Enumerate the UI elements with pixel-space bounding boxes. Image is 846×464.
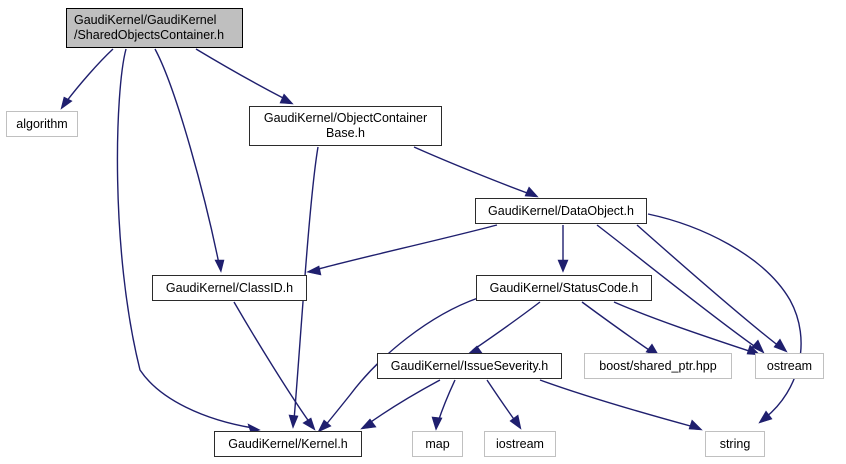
edge-issue-string: [539, 379, 695, 428]
node-issueseverity[interactable]: GaudiKernel/IssueSeverity.h: [377, 353, 562, 379]
arrowhead-statuscode-ostream: [746, 344, 761, 356]
arrowhead-data-classid: [306, 265, 322, 276]
node-iostream[interactable]: iostream: [484, 431, 556, 457]
arrowhead-issue-string: [688, 419, 703, 431]
arrowhead-root-objcontainerbase: [279, 93, 294, 105]
edge-statuscode-kernel: [323, 297, 479, 428]
edge-root-kernel: [116, 48, 254, 429]
edge-root-classid: [154, 48, 220, 265]
node-classid[interactable]: GaudiKernel/ClassID.h: [152, 275, 307, 301]
node-map[interactable]: map: [412, 431, 463, 457]
edge-classid-kernel: [233, 301, 311, 424]
arrowhead-root-algorithm: [60, 96, 73, 110]
node-dataobject[interactable]: GaudiKernel/DataObject.h: [475, 198, 647, 224]
edge-data-ostream2: [636, 224, 781, 348]
edge-issue-kernel: [367, 379, 441, 425]
node-root[interactable]: GaudiKernel/GaudiKernel /SharedObjectsCo…: [66, 8, 243, 48]
edge-root-objcontainerbase: [195, 48, 286, 100]
edge-issue-iostream: [486, 379, 517, 423]
arrowhead-data-string: [758, 410, 773, 424]
node-algorithm[interactable]: algorithm: [6, 111, 78, 137]
arrowhead-classid-kernel: [302, 417, 316, 431]
arrowhead-data-ostream: [751, 339, 765, 354]
arrowhead-issue-kernel: [360, 418, 377, 430]
arrowhead-data-ostream2: [773, 338, 788, 353]
node-kernel[interactable]: GaudiKernel/Kernel.h: [214, 431, 362, 457]
edge-statuscode-boost: [581, 301, 653, 353]
node-boostshared[interactable]: boost/shared_ptr.hpp: [584, 353, 732, 379]
edge-issue-map: [437, 379, 456, 423]
arrowhead-issue-map: [431, 416, 443, 431]
edge-statuscode-issueseverity: [472, 301, 541, 351]
edge-data-classid: [314, 224, 498, 271]
edge-data-ostream: [596, 224, 758, 349]
edge-obj-dataobject: [413, 146, 531, 195]
arrowhead-statuscode-kernel: [317, 419, 332, 433]
arrowhead-root-classid: [214, 259, 225, 273]
edge-data-string: [647, 213, 802, 419]
arrowhead-data-statuscode: [557, 259, 569, 273]
node-ostream[interactable]: ostream: [755, 353, 824, 379]
node-string[interactable]: string: [705, 431, 765, 457]
arrowhead-obj-dataobject: [524, 186, 539, 198]
node-objcontainerbase[interactable]: GaudiKernel/ObjectContainer Base.h: [249, 106, 442, 146]
node-statuscode[interactable]: GaudiKernel/StatusCode.h: [476, 275, 652, 301]
edge-root-algorithm: [65, 48, 114, 103]
arrowhead-obj-kernel: [288, 414, 299, 429]
edge-statuscode-ostream: [613, 301, 753, 353]
arrowhead-issue-iostream: [509, 414, 522, 430]
edges-group: [60, 48, 802, 434]
